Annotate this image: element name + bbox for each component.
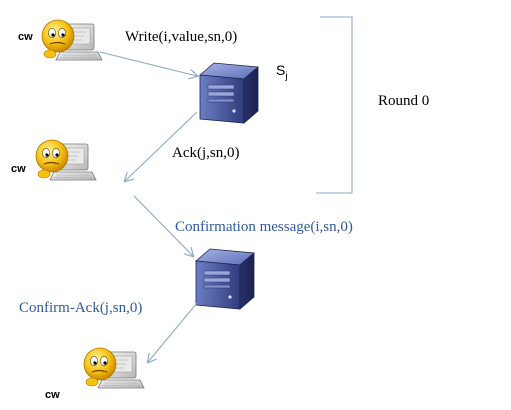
confirmation-message-label: Confirmation message(i,sn,0) bbox=[175, 219, 353, 235]
ack-arrow bbox=[125, 111, 198, 181]
server-2-icon bbox=[195, 248, 255, 310]
client-2-icon bbox=[35, 139, 97, 181]
client-3-label: cw bbox=[45, 389, 60, 401]
confirmation-arrow bbox=[133, 195, 193, 256]
round-bracket bbox=[316, 16, 353, 194]
client-3-icon bbox=[83, 347, 145, 389]
write-arrow bbox=[99, 51, 197, 76]
ack-message-label: Ack(j,sn,0) bbox=[172, 145, 240, 161]
confirm-ack-message-label: Confirm-Ack(j,sn,0) bbox=[19, 300, 143, 316]
client-1-icon bbox=[41, 19, 103, 61]
write-message-label: Write(i,value,sn,0) bbox=[125, 29, 238, 45]
server-label: Sj bbox=[276, 62, 288, 82]
server-1-icon bbox=[199, 62, 259, 124]
client-1-label: cw bbox=[18, 31, 33, 43]
client-2-label: cw bbox=[11, 163, 26, 175]
confirm-ack-arrow bbox=[148, 302, 198, 362]
round-label: Round 0 bbox=[378, 93, 430, 109]
